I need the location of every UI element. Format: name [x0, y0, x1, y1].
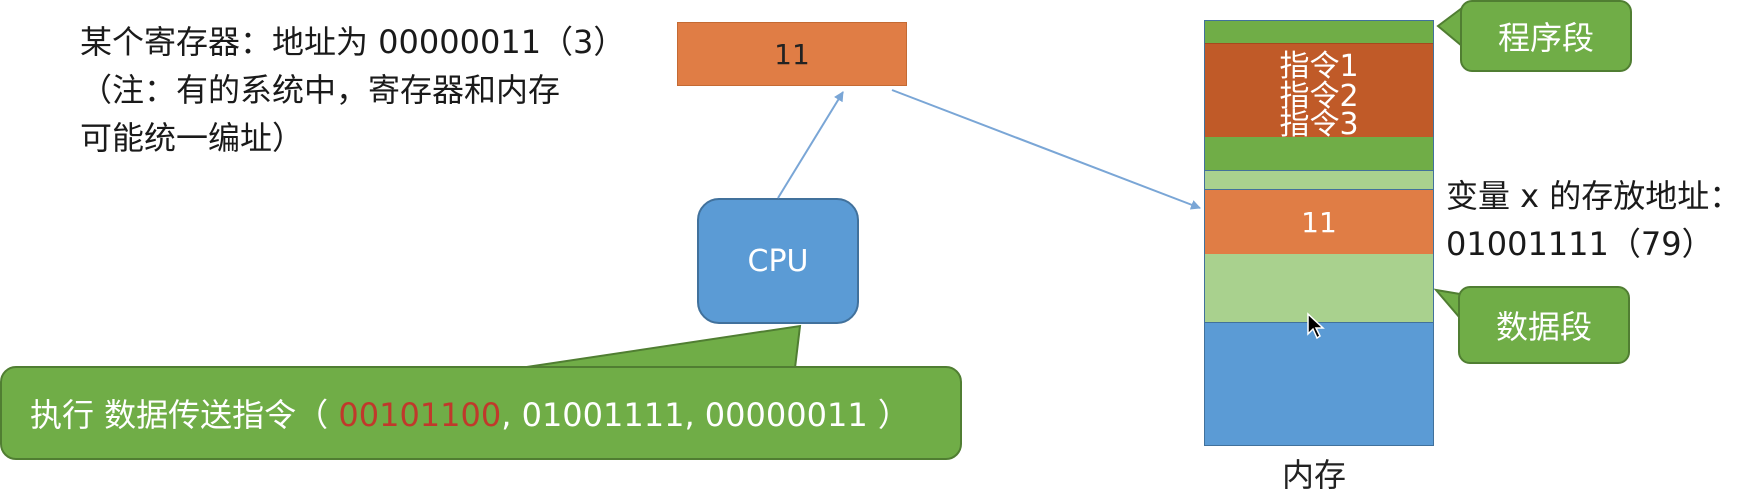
- register-to-memory-arrow: [891, 89, 1201, 210]
- memory-column: 指令1 指令2 指令3 11: [1204, 20, 1434, 446]
- instruction-callout-tail: [519, 324, 802, 369]
- program-segment-callout: 程序段: [1460, 0, 1632, 72]
- variable-address: 变量 x 的存放地址： 01001111（79）: [1446, 172, 1741, 268]
- data-segment-top: [1205, 170, 1433, 189]
- instruction-block: 指令1 指令2 指令3: [1205, 43, 1433, 142]
- variable-address-line-1: 变量 x 的存放地址：: [1446, 177, 1742, 215]
- program-segment-label: 程序段: [1497, 19, 1594, 57]
- mouse-cursor-icon: [1307, 312, 1325, 340]
- instruction-2: 指令2: [1279, 79, 1359, 114]
- cpu-label: CPU: [747, 243, 809, 279]
- data-segment-callout: 数据段: [1458, 286, 1630, 364]
- register-description-line-1: 某个寄存器：地址为 00000011（3）: [80, 23, 626, 61]
- instruction-callout: 执行 数据传送指令（ 00101100, 01001111, 00000011 …: [0, 366, 962, 460]
- variable-address-line-2: 01001111（79）: [1446, 225, 1714, 263]
- instruction-3: 指令3: [1279, 107, 1359, 142]
- instruction-opcode: 00101100: [338, 396, 502, 434]
- variable-x-cell: 11: [1205, 189, 1433, 255]
- register-box: 11: [677, 22, 907, 86]
- instruction-text: 执行 数据传送指令（ 00101100, 01001111, 00000011 …: [2, 390, 910, 436]
- program-segment-bottom: [1205, 137, 1433, 170]
- instruction-1: 指令1: [1279, 49, 1359, 84]
- instruction-prefix: 执行 数据传送指令（: [30, 396, 339, 434]
- data-callout-tail: [1433, 288, 1461, 321]
- variable-x-value: 11: [1301, 205, 1337, 239]
- register-description-line-2: （注：有的系统中，寄存器和内存: [80, 71, 561, 109]
- cpu-box: CPU: [697, 198, 859, 324]
- data-segment-bottom: [1205, 254, 1433, 323]
- program-segment-top: [1205, 21, 1433, 43]
- instruction-operands: , 01001111, 00000011 ）: [501, 396, 910, 434]
- register-description: 某个寄存器：地址为 00000011（3） （注：有的系统中，寄存器和内存 可能…: [80, 18, 625, 162]
- register-description-line-3: 可能统一编址）: [80, 119, 305, 157]
- memory-label: 内存: [1282, 456, 1347, 494]
- register-value: 11: [774, 37, 810, 71]
- data-segment-label: 数据段: [1495, 308, 1592, 346]
- program-callout-tail: [1436, 6, 1463, 49]
- cpu-to-register-arrow: [777, 91, 844, 199]
